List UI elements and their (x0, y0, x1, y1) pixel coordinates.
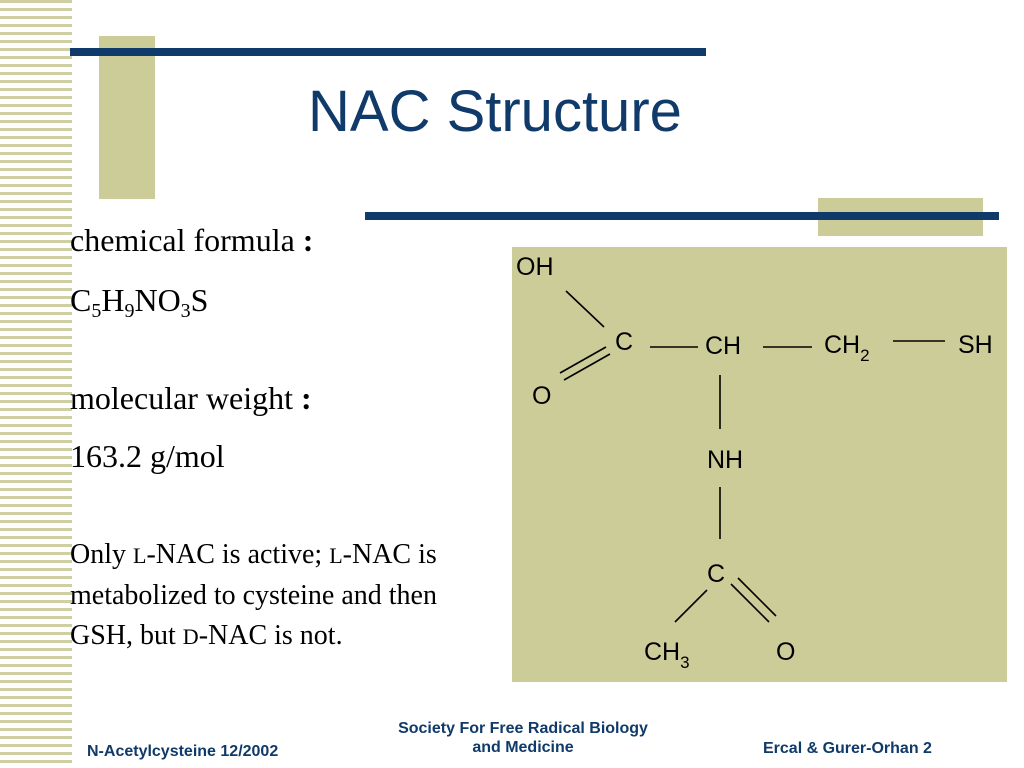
bond-c-o-double-a (559, 346, 607, 374)
footer-right: Ercal & Gurer-Orhan 2 (763, 740, 932, 757)
mw-value: 163.2 g/mol (70, 438, 225, 474)
top-rule (70, 48, 706, 56)
footer-left: N-Acetylcysteine 12/2002 (87, 743, 279, 760)
mw-colon: : (301, 380, 312, 416)
structure-svg: OH C O CH CH2 SH NH C CH3 O (516, 253, 993, 672)
bond-c-o-double-d (737, 577, 777, 617)
page-title: NAC Structure (308, 79, 682, 144)
decorative-stripes (0, 0, 72, 768)
footer-center-line1: Society For Free Radical Biology (398, 720, 648, 737)
atom-ch: CH (705, 332, 741, 360)
mw-label: molecular weight (70, 380, 294, 416)
atom-o2: O (776, 638, 795, 666)
formula-colon: : (302, 222, 314, 258)
atom-nh: NH (707, 446, 743, 474)
footer-center-line2: and Medicine (472, 739, 574, 756)
atom-c2: C (707, 560, 725, 588)
formula-label: chemical formula (70, 222, 295, 258)
atom-ch3: CH3 (644, 638, 690, 672)
formula-value: C5H9NO3S (70, 282, 209, 322)
atom-oh: OH (516, 253, 554, 281)
footer-center: Society For Free Radical Biology and Med… (368, 719, 678, 757)
formula-label-line: chemical formula : (70, 222, 313, 259)
mw-label-line: molecular weight : (70, 380, 312, 417)
atom-c1: C (615, 328, 633, 356)
bond-c-o-double-c (730, 583, 770, 623)
atom-o1: O (532, 382, 551, 410)
bonds (559, 290, 945, 623)
bond-c-ch3 (674, 589, 708, 623)
nac-structure-diagram: OH C O CH CH2 SH NH C CH3 O (512, 247, 1007, 682)
atom-ch2: CH2 (824, 331, 870, 365)
atom-sh: SH (958, 331, 993, 359)
enantiomer-note: Only L-NAC is active; L-NAC is metaboliz… (70, 539, 437, 651)
decorative-block-left (99, 36, 155, 199)
middle-rule (365, 212, 999, 220)
bond-oh-c (565, 290, 605, 328)
bond-c-o-double-b (563, 353, 611, 381)
